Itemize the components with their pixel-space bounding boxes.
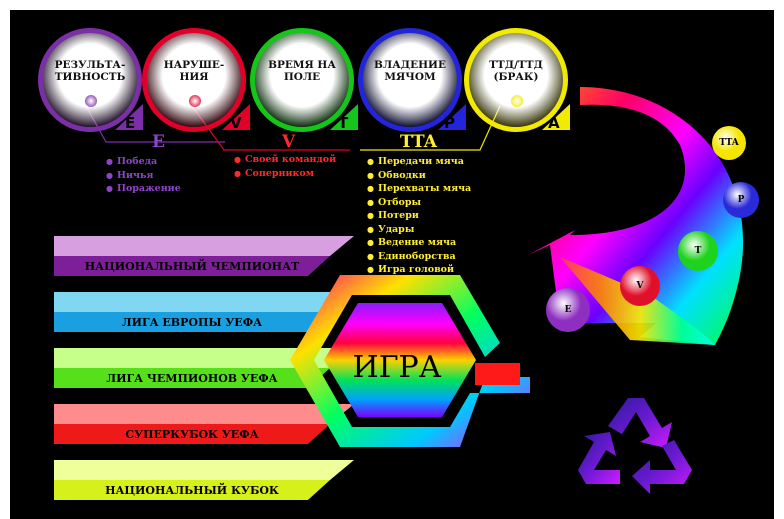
circle-violations: НАРУШЕ- НИЯ [142,28,246,132]
game-hexagon [290,275,530,447]
banner-top [54,404,354,424]
ball-p: P [723,182,759,218]
recycle-icon [578,398,692,494]
banner-bottom [54,256,330,276]
banner-label: ЛИГА ЧЕМПИОНОВ УЕФА [106,372,278,385]
banner-top [54,236,354,256]
banner-bottom [54,368,330,388]
circle-time: ВРЕМЯ НА ПОЛЕ [250,28,354,132]
tag-a: A [548,114,560,132]
circle-ttd: ТТД/ТТД (БРАК) [464,28,568,132]
banner-national-cup: НАЦИОНАЛЬНЫЙ КУБОК [54,460,354,500]
tag-triangle-a [542,104,570,130]
tag-triangle-p [438,104,466,130]
circle-label: РЕЗУЛЬТА- ТИВНОСТЬ [54,59,126,83]
list-item: Ведение мяча [367,236,471,250]
circle-possession: ВЛАДЕНИЕ МЯЧОМ [358,28,462,132]
banner-top [54,348,354,368]
tag-t: T [338,114,349,132]
group-tta-title: TTA [400,132,437,152]
list-item: Поражение [106,182,181,196]
circle-label: ВЛАДЕНИЕ МЯЧОМ [374,59,446,83]
list-item: Потери [367,209,471,223]
banner-label: НАЦИОНАЛЬНЫЙ ЧЕМПИОНАТ [84,260,300,273]
ball-t: T [678,231,718,271]
banner-bottom [54,424,330,444]
list-item: Соперником [234,167,336,181]
list-item: Передачи мяча [367,155,471,169]
tag-triangle-t [330,104,358,130]
circle-label: ВРЕМЯ НА ПОЛЕ [268,59,336,83]
banner-label: НАЦИОНАЛЬНЫЙ КУБОК [105,484,279,497]
list-item: Перехваты мяча [367,182,471,196]
banner-champions-league: ЛИГА ЧЕМПИОНОВ УЕФА [54,348,354,388]
group-tta-list: Передачи мяча Обводки Перехваты мяча Отб… [367,155,471,277]
group-e-list: Победа Ничья Поражение [106,155,181,196]
list-item: Ничья [106,169,181,183]
list-item: Игра головой [367,263,471,277]
banner-bottom [54,480,330,500]
group-v-title: V [282,132,296,152]
tag-triangle-e [115,104,143,130]
circle-result: РЕЗУЛЬТА- ТИВНОСТЬ [38,28,142,132]
circle-marker [511,95,523,107]
circle-marker [85,95,97,107]
list-item: Отборы [367,196,471,210]
ball-e: E [546,288,590,332]
ball-tta: TTA [712,126,746,160]
banner-europa-league: ЛИГА ЕВРОПЫ УЕФА [54,292,354,332]
circle-label: ТТД/ТТД (БРАК) [489,59,543,83]
list-item: Победа [106,155,181,169]
banner-label: СУПЕРКУБОК УЕФА [125,428,259,441]
banner-super-cup: СУПЕРКУБОК УЕФА [54,404,354,444]
list-item: Удары [367,223,471,237]
circle-marker [189,95,201,107]
tag-triangle-v [222,104,250,130]
banner-national-championship: НАЦИОНАЛЬНЫЙ ЧЕМПИОНАТ [54,236,354,276]
group-e-title: E [152,132,165,152]
ball-v: V [620,266,660,306]
diagram-canvas: РЕЗУЛЬТА- ТИВНОСТЬ НАРУШЕ- НИЯ ВРЕМЯ НА … [10,10,774,519]
tag-e: E [125,114,136,132]
group-v-list: Своей командой Соперником [234,153,336,180]
list-item: Своей командой [234,153,336,167]
circle-label: НАРУШЕ- НИЯ [163,59,225,83]
banner-top [54,292,354,312]
list-item: Единоборства [367,250,471,264]
tag-v: V [230,114,242,132]
list-item: Обводки [367,169,471,183]
banner-bottom [54,312,330,332]
banner-top [54,460,354,480]
banner-label: ЛИГА ЕВРОПЫ УЕФА [121,316,263,329]
game-label: ИГРА [352,350,442,385]
tag-p: P [444,114,455,132]
